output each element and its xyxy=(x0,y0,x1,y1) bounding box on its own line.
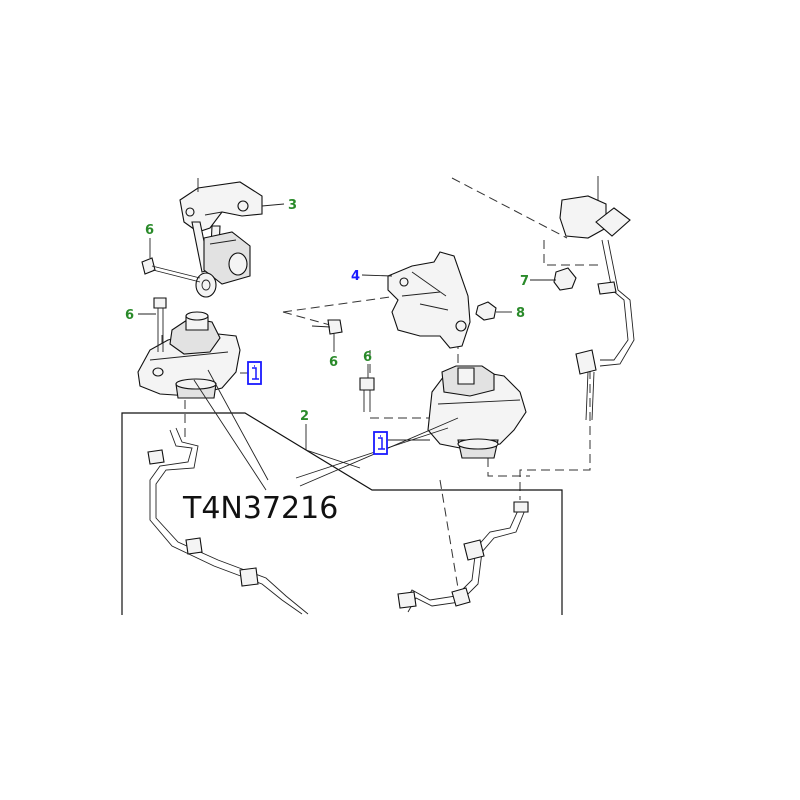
info-icon[interactable] xyxy=(373,431,388,455)
bolt-item-7 xyxy=(553,267,577,291)
callout-6: 6 xyxy=(125,308,134,323)
right-engine-mount xyxy=(427,365,527,459)
bolt-left-upper xyxy=(141,257,201,283)
reference-frame xyxy=(121,412,563,615)
upper-bracket xyxy=(179,178,263,298)
info-icon[interactable] xyxy=(247,361,262,385)
bolt-left-lower xyxy=(153,297,167,352)
callout-4: 4 xyxy=(351,269,360,284)
nut-item-8 xyxy=(475,301,497,321)
callout-3: 3 xyxy=(288,198,297,213)
callout-2: 2 xyxy=(300,409,309,424)
right-bracket xyxy=(387,251,471,349)
callout-6: 6 xyxy=(363,350,372,365)
lower-left-hose xyxy=(147,427,309,615)
left-engine-mount xyxy=(137,311,241,399)
right-hose xyxy=(559,176,635,421)
bolt-middle xyxy=(311,319,343,335)
lower-right-hose xyxy=(397,501,529,613)
bolt-right xyxy=(359,377,375,412)
callout-7: 7 xyxy=(520,274,529,289)
callout-6: 6 xyxy=(329,355,338,370)
part-number: T4N37216 xyxy=(182,491,338,526)
callout-8: 8 xyxy=(516,306,525,321)
guide-lines xyxy=(161,177,600,601)
callout-6: 6 xyxy=(145,223,154,238)
